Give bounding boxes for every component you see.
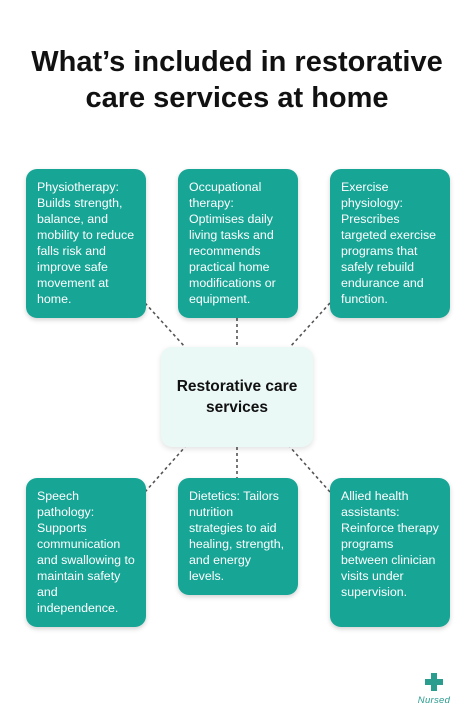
title-line-2: care services at home bbox=[85, 82, 389, 114]
card-text: Speech pathology: Supports communication… bbox=[37, 489, 135, 615]
card-text: Physiotherapy: Builds strength, balance,… bbox=[37, 180, 135, 306]
card-occupational-therapy: Occupational therapy: Optimises daily li… bbox=[178, 169, 298, 318]
card-speech-pathology: Speech pathology: Supports communication… bbox=[26, 478, 146, 627]
center-node: Restorative care services bbox=[161, 347, 313, 447]
card-text: Occupational therapy: Optimises daily li… bbox=[189, 180, 276, 306]
card-physiotherapy: Physiotherapy: Builds strength, balance,… bbox=[26, 169, 146, 318]
logo-text: Nursed bbox=[417, 695, 451, 706]
plus-cross-icon bbox=[425, 673, 443, 691]
brand-logo: Nursed bbox=[416, 672, 452, 708]
title-line-1: What’s included in restorative bbox=[31, 46, 443, 78]
connector-allied bbox=[289, 446, 331, 493]
connector-exercise bbox=[289, 302, 331, 348]
connector-speech bbox=[144, 446, 186, 493]
center-label: Restorative care services bbox=[176, 378, 298, 416]
card-allied-health: Allied health assistants: Reinforce ther… bbox=[330, 478, 450, 627]
card-exercise-physiology: Exercise physiology: Prescribes targeted… bbox=[330, 169, 450, 318]
card-text: Allied health assistants: Reinforce ther… bbox=[341, 489, 439, 599]
card-text: Exercise physiology: Prescribes targeted… bbox=[341, 180, 437, 306]
connector-physiotherapy bbox=[144, 302, 186, 348]
card-text: Dietetics: Tailors nutrition strategies … bbox=[189, 489, 285, 583]
page-title: What’s included in restorative care serv… bbox=[0, 44, 474, 116]
card-dietetics: Dietetics: Tailors nutrition strategies … bbox=[178, 478, 298, 595]
